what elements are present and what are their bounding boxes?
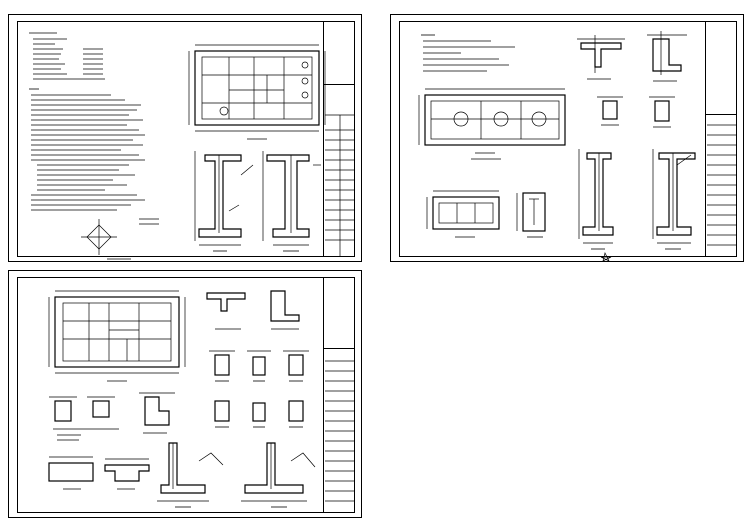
sheet-3-linework xyxy=(48,290,355,508)
sheet-1-plan-view xyxy=(188,44,326,140)
sheet-1-border xyxy=(17,21,355,257)
sheet-2-section-1-1 xyxy=(578,149,614,250)
sheet-2-notes xyxy=(421,34,515,72)
sheet-1-notes xyxy=(29,32,145,211)
sheet-3-beam-details xyxy=(48,456,150,490)
sheet-2-top-details xyxy=(577,31,687,128)
sheet-1-corner-detail xyxy=(81,218,159,260)
sheet-1-title-stamp xyxy=(324,22,354,85)
sheet-2-title-stamp xyxy=(706,22,736,115)
sheet-2-border xyxy=(399,21,737,257)
sheet-3-title-block xyxy=(323,278,354,512)
drawing-sheet-3[interactable] xyxy=(8,270,362,518)
sheet-3-small-sections xyxy=(49,392,175,441)
sheet-2-north-star xyxy=(600,251,612,262)
sheet-1-linework xyxy=(29,32,355,260)
sheet-2-small-plan xyxy=(426,190,500,238)
sheet-1-section-2-2 xyxy=(262,151,321,252)
sheet-1-title-block xyxy=(323,22,354,256)
sheet-2-title-block xyxy=(705,22,736,256)
sheet-3-title-stamp xyxy=(324,278,354,349)
sheet-2-section-2-2 xyxy=(652,149,696,250)
sheet-3-plan-view xyxy=(48,290,186,382)
sheet-3-bottom-sections xyxy=(157,442,316,508)
sheet-2-small-section xyxy=(516,192,546,238)
sheet-3-border xyxy=(17,277,355,513)
sheet-2-linework xyxy=(418,31,737,262)
drawing-sheet-1[interactable] xyxy=(8,14,362,262)
sheet-2-elevation xyxy=(418,88,566,160)
sheet-3-detail-grid xyxy=(206,290,309,428)
drawing-sheet-2[interactable] xyxy=(390,14,744,262)
sheet-1-section-1-1 xyxy=(194,151,254,252)
